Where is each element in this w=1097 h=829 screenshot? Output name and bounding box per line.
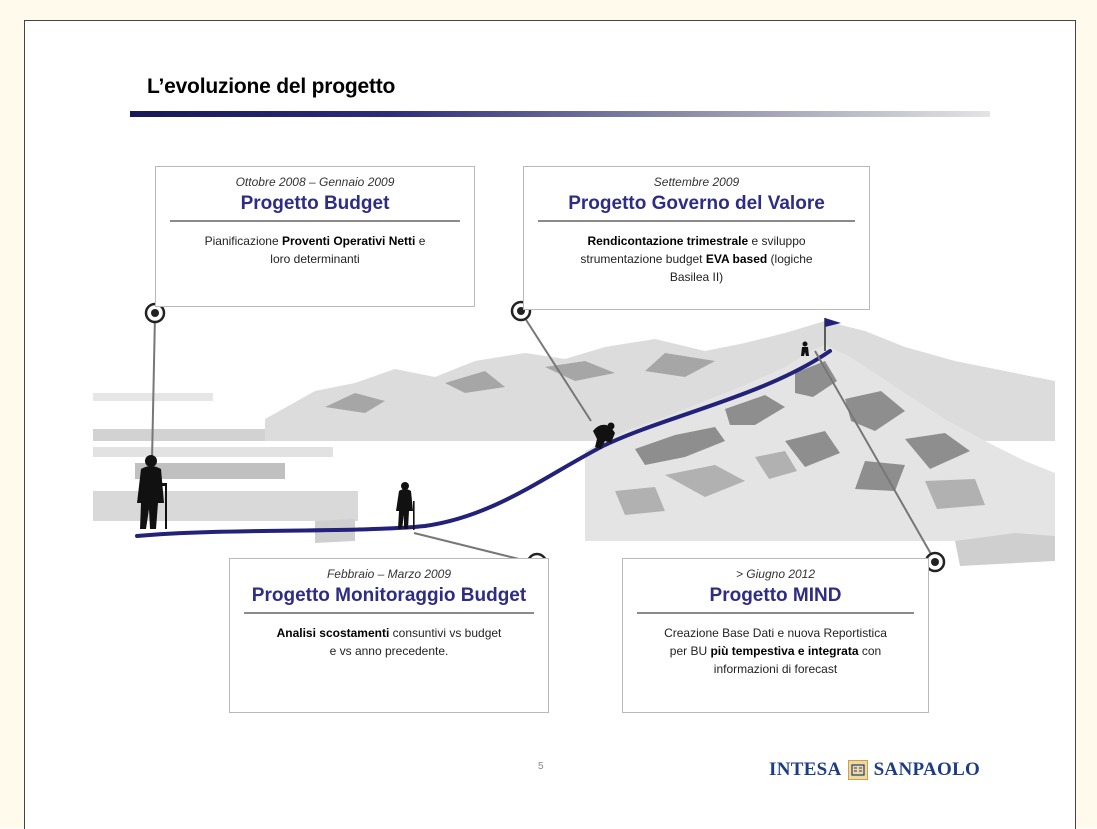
slide-title: L’evoluzione del progetto <box>147 75 396 98</box>
slide: L’evoluzione del progetto <box>24 20 1076 829</box>
climber-crouching <box>593 422 615 449</box>
foreground-snow-shadow <box>315 519 1055 566</box>
climber-small <box>396 482 415 530</box>
climber-large <box>137 455 167 529</box>
milestone-title: Progetto Budget <box>240 193 390 214</box>
milestone-date: Febbraio – Marzo 2009 <box>326 567 452 581</box>
mountain-rock-dark <box>635 361 970 491</box>
milestone-divider <box>538 220 855 222</box>
milestone-box-governo-valore: Settembre 2009 Progetto Governo del Valo… <box>523 166 870 310</box>
milestone-box-monitoraggio: Febbraio – Marzo 2009 Progetto Monitorag… <box>229 558 549 713</box>
milestone-title: Progetto Governo del Valore <box>568 193 825 214</box>
milestone-description: Creazione Base Dati e nuova Reportistica… <box>664 626 887 676</box>
summit-flag-icon <box>824 318 841 351</box>
milestone-box-budget: Ottobre 2008 – Gennaio 2009 Progetto Bud… <box>155 166 475 307</box>
milestone-title: Progetto MIND <box>709 585 842 606</box>
milestone-box-mind: > Giugno 2012 Progetto MIND Creazione Ba… <box>622 558 929 713</box>
milestone-divider <box>244 612 534 614</box>
logo-mark-icon <box>847 760 868 780</box>
title-underline <box>130 111 990 117</box>
milestone-description: Rendicontazione trimestrale e sviluppo s… <box>580 234 813 284</box>
logo-word-left: INTESA <box>769 759 842 780</box>
climb-path <box>135 349 832 538</box>
milestone-title: Progetto Monitoraggio Budget <box>251 585 527 606</box>
milestone-date: Settembre 2009 <box>653 175 740 189</box>
mountain-scene <box>93 300 1055 574</box>
milestone-description: Pianificazione Proventi Operativi Netti … <box>204 234 426 266</box>
ridge-shadows <box>325 353 715 413</box>
logo-word-right: SANPAOLO <box>873 759 981 780</box>
climber-summit <box>801 341 809 356</box>
milestone-description: Analisi scostamenti consuntivi vs budget… <box>276 626 502 658</box>
milestone-date: > Giugno 2012 <box>735 567 816 581</box>
mountain-rock-mid <box>615 451 985 515</box>
intesa-sanpaolo-logo: INTESA SANPAOLO <box>769 757 980 783</box>
milestone-divider <box>637 612 914 614</box>
milestone-divider <box>170 220 460 222</box>
page-number: 5 <box>538 761 544 772</box>
milestone-date: Ottobre 2008 – Gennaio 2009 <box>235 175 395 189</box>
